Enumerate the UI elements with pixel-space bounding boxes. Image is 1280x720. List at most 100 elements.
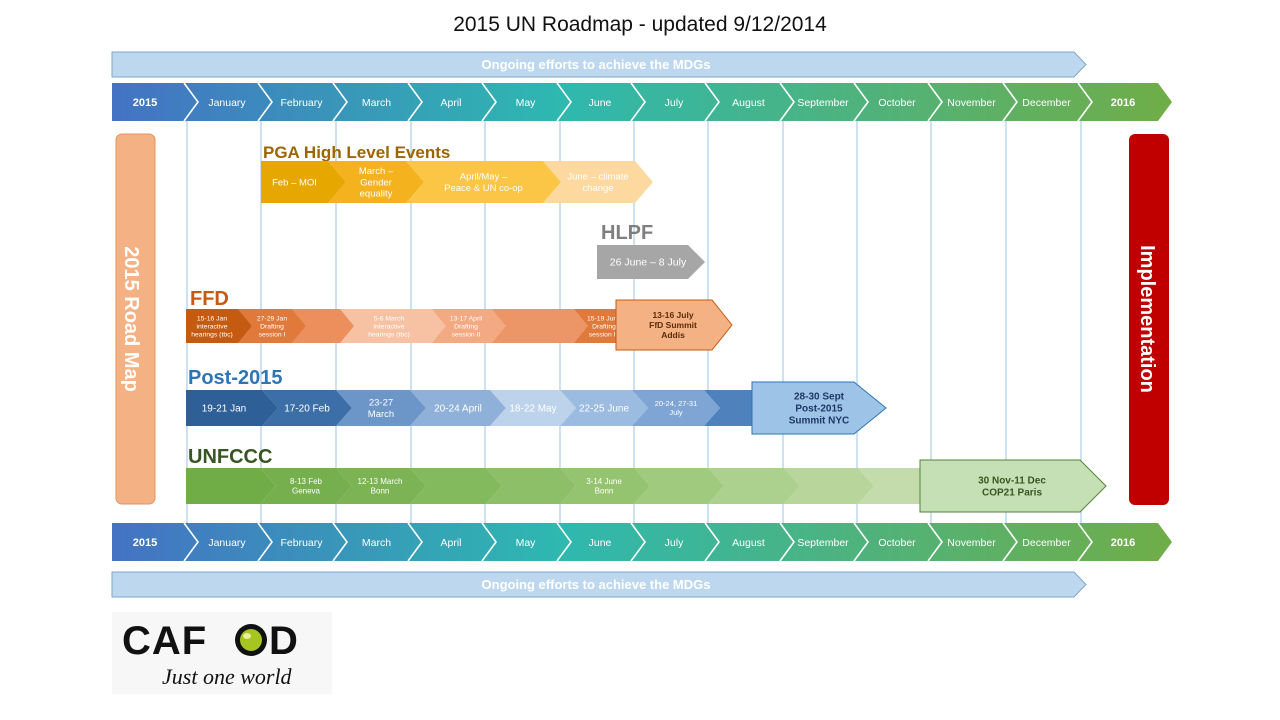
mdg-banner-bottom-label: Ongoing efforts to achieve the MDGs (482, 577, 711, 592)
timeline-bottom-month: 2015 (133, 537, 157, 549)
unfccc-event-shape (336, 468, 426, 504)
ffd-summit-line-2: FfD Summit (649, 320, 697, 330)
ffd-event-shape (292, 309, 354, 343)
timeline-top-month: October (878, 97, 916, 109)
post2015-event-6-line-1: 22-25 June (579, 404, 629, 415)
unfccc-event-3-line-2: Bonn (595, 487, 614, 496)
hlpf-section-title: HLPF (601, 222, 653, 244)
cafod-logo: CAF D Just one world (112, 612, 332, 694)
timeline-bottom-month: September (797, 537, 849, 549)
timeline-top-month: 2015 (133, 97, 157, 109)
pga-section-title: PGA High Level Events (263, 143, 450, 162)
ffd-event-3-line-3: hearings (tbc) (368, 331, 410, 338)
post2015-event-7-line-1: 20-24, 27-31 (655, 399, 698, 408)
timeline-bottom-separator (332, 522, 348, 562)
post2015-event-1-line-1: 19-21 Jan (202, 404, 246, 415)
unfccc-summit-shape (919, 459, 1107, 513)
unfccc-event-shape (634, 468, 724, 504)
timeline-top-month: May (516, 97, 537, 109)
timeline-bottom-month: November (947, 537, 996, 549)
unfccc-event-2-line-2: Bonn (371, 487, 390, 496)
post2015-event-shape (490, 390, 576, 426)
ffd-event-shape (432, 309, 506, 343)
timeline-top-separator (853, 82, 869, 122)
timeline-bottom-month: February (280, 537, 323, 549)
unfccc-event-shape (708, 468, 800, 504)
pga-event-shape (328, 161, 424, 203)
timeline-bottom-separator (407, 522, 423, 562)
timeline-top-month: July (665, 97, 684, 109)
post2015-summit-shape (751, 381, 887, 435)
timeline-top-month: December (1022, 97, 1071, 109)
timeline-bottom-separator (257, 522, 273, 562)
ffd-event-2-line-3: session I (259, 331, 286, 338)
svg-text:CAF: CAF (122, 619, 207, 663)
timeline-top-month: November (947, 97, 996, 109)
post2015-event-shape (336, 390, 426, 426)
timeline-bottom-separator (556, 522, 572, 562)
timeline-bottom-separator (630, 522, 646, 562)
page-title: 2015 UN Roadmap - updated 9/12/2014 (453, 13, 827, 36)
ffd-event-3-line-1: 5-6 March (374, 315, 405, 322)
timeline-top-separator (183, 82, 199, 122)
ffd-event-4-line-1: 13-17 April (450, 315, 483, 322)
timeline-bottom-month: January (208, 537, 246, 549)
ffd-event-2-line-1: 27-29 Jan (257, 315, 287, 322)
pga-event-2-line-3: equality (360, 189, 393, 200)
pga-event-2-line-2: Gender (360, 177, 392, 188)
post2015-summit-line-1: 28-30 Sept (794, 392, 845, 403)
ffd-summit-line-1: 13-16 July (652, 310, 693, 320)
ffd-event-shape (340, 309, 446, 343)
post2015-summit-line-3: Summit NYC (789, 415, 850, 426)
unfccc-summit-line-2: COP21 Paris (982, 487, 1042, 498)
timeline-top-month: January (208, 97, 246, 109)
ffd-event-4-line-2: Drafting (454, 323, 478, 330)
pga-event-2-line-1: March – (359, 166, 394, 177)
pga-event-shape (406, 161, 561, 203)
timeline-bottom-month: December (1022, 537, 1071, 549)
ffd-event-4-line-3: session II (452, 331, 481, 338)
timeline-top-bar (112, 83, 1172, 121)
ffd-event-3-line-2: interactive (374, 323, 405, 330)
timeline-top-separator (407, 82, 423, 122)
post2015-event-4-line-1: 20-24 April (434, 404, 482, 415)
post2015-event-shape (632, 390, 720, 426)
post2015-event-3-line-1: 23-27 (369, 398, 393, 409)
timeline-top-month: August (732, 97, 765, 109)
timeline-bottom-separator (927, 522, 943, 562)
unfccc-event-shape (186, 468, 276, 504)
ffd-event-shape (492, 309, 588, 343)
timeline-bottom-separator (1077, 522, 1093, 562)
unfccc-event-shape (784, 468, 874, 504)
timeline-bottom-separator (853, 522, 869, 562)
timeline-bottom-month: April (440, 537, 461, 549)
pga-event-4-line-1: June – climate (567, 172, 628, 183)
timeline-bottom-month: 2016 (1111, 537, 1135, 549)
unfccc-event-2-line-1: 12-13 March (358, 477, 403, 486)
timeline-top-month: June (589, 97, 612, 109)
post2015-event-shape (262, 390, 352, 426)
ffd-event-shape (186, 309, 252, 343)
timeline-top-separator (779, 82, 795, 122)
ffd-summit-shape (615, 299, 733, 351)
pga-event-4-line-2: change (582, 183, 613, 194)
mdg-banner-top-label: Ongoing efforts to achieve the MDGs (482, 57, 711, 72)
ffd-event-5-line-2: Drafting (592, 323, 616, 330)
timeline-top-separator (1002, 82, 1018, 122)
pga-event-1-line-1: Feb – MOI (272, 177, 317, 188)
post2015-event-shape (410, 390, 506, 426)
timeline-top-month: September (797, 97, 849, 109)
ffd-event-1-line-1: 15-16 Jan (197, 315, 227, 322)
ffd-section-title: FFD (190, 288, 229, 310)
post2015-event-5-line-1: 18-22 May (509, 404, 556, 415)
right-panel-label: Implementation (1136, 245, 1158, 393)
unfccc-event-shape (410, 468, 502, 504)
timeline-bottom-separator (183, 522, 199, 562)
timeline-bottom-separator (1002, 522, 1018, 562)
post2015-event-3-line-2: March (368, 409, 394, 420)
